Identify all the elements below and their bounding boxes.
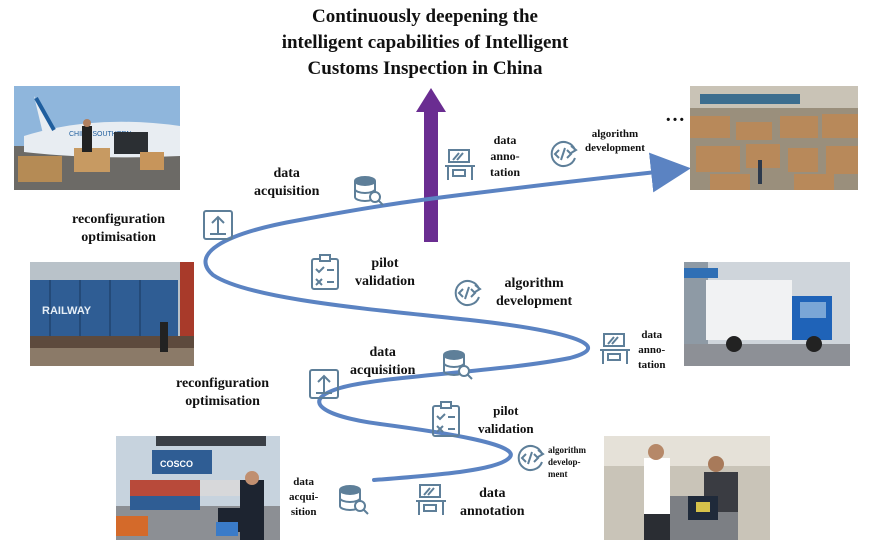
checklist-icon <box>432 401 460 437</box>
annotation-icon <box>445 149 475 180</box>
photo-refrigerated-truck <box>684 262 850 366</box>
photo-baggage-inspection <box>604 436 770 540</box>
database-icon <box>354 176 384 206</box>
code-cycle-icon <box>454 280 482 306</box>
upload-icon <box>309 369 339 399</box>
svg-text:RAILWAY: RAILWAY <box>42 305 92 317</box>
code-cycle-icon <box>550 141 578 167</box>
title-line-2: intelligent capabilities of Intelligent <box>281 32 569 53</box>
photo-port-crane: COSCO <box>116 436 280 540</box>
progress-arrow <box>416 88 446 242</box>
code-cycle-icon <box>517 445 545 471</box>
upload-icon <box>203 210 233 240</box>
photo-warehouse <box>690 86 858 190</box>
annotation-icon <box>600 333 630 364</box>
spiral-path <box>203 152 691 482</box>
photo-airport-cargo: CHINA SOUTHERN <box>14 86 180 190</box>
svg-text:COSCO: COSCO <box>160 459 193 469</box>
checklist-icon <box>311 254 339 290</box>
diagram-title: Continuously deepening the intelligent c… <box>230 4 620 82</box>
photo-rail-container: RAILWAY <box>30 262 194 366</box>
annotation-icon <box>416 484 446 515</box>
svg-text:CHINA SOUTHERN: CHINA SOUTHERN <box>69 131 132 138</box>
database-icon <box>443 350 473 380</box>
title-line-3: Customs Inspection in China <box>307 58 543 79</box>
database-icon <box>339 485 369 515</box>
title-line-1: Continuously deepening the <box>312 6 538 27</box>
continuation-ellipsis: … <box>665 104 685 126</box>
